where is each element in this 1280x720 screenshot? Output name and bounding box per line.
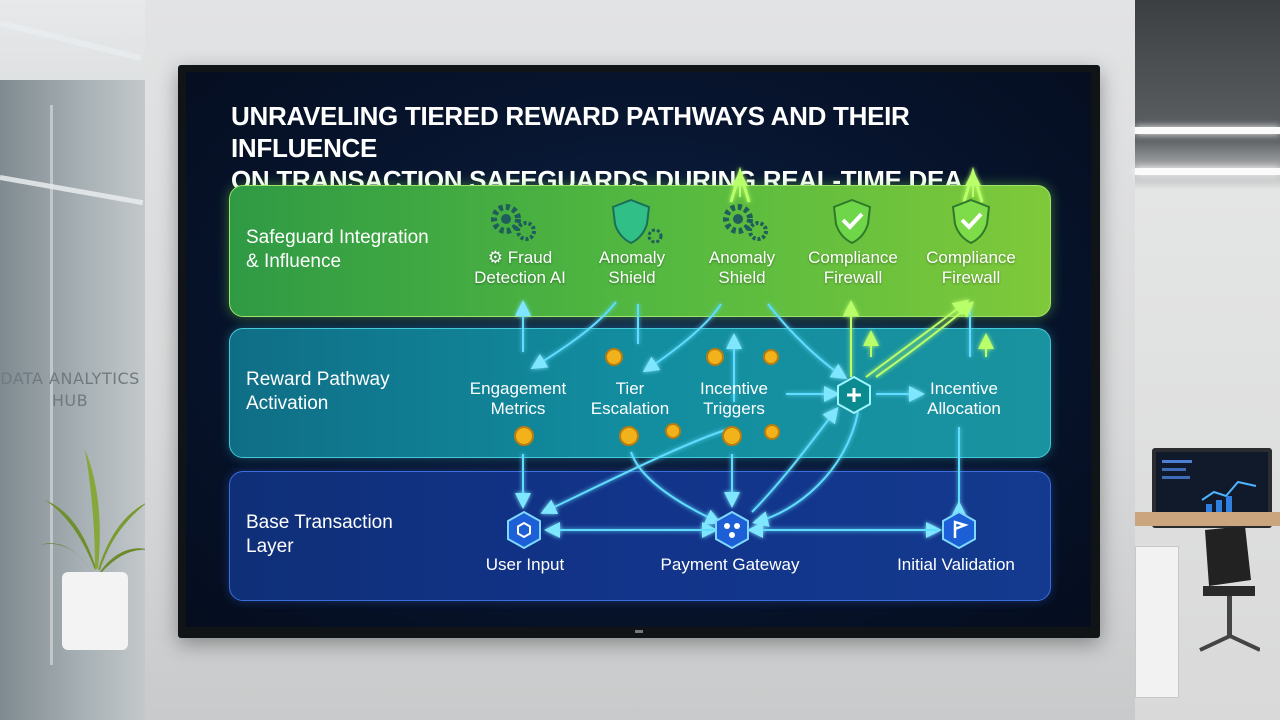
hexagon-network-icon (715, 510, 749, 550)
node-user-input: User Input (485, 555, 565, 574)
coin-icon (605, 348, 623, 366)
node-label-line1: Anomaly (598, 248, 666, 267)
shield-check-icon (951, 198, 991, 245)
ceiling-light-strip (1135, 168, 1280, 175)
wall-sign: DATA ANALYTICS HUB (0, 368, 140, 412)
coin-icon (619, 426, 639, 446)
node-anomaly-shield-1: Anomaly Shield (567, 248, 697, 288)
monitor-dashboard-icon (1162, 460, 1257, 514)
layer-label-line1: Safeguard Integration (246, 227, 429, 248)
shield-check-icon (832, 198, 872, 245)
plant-illustration (40, 450, 150, 650)
glass-mullion (50, 105, 53, 665)
file-cabinet (1135, 546, 1179, 698)
node-label-line2: Allocation (927, 399, 1001, 418)
desk (1135, 512, 1280, 526)
layer-label-line2: Activation (246, 393, 329, 414)
node-label-line2: Firewall (823, 268, 883, 287)
node-label-line1: Tier (615, 379, 645, 398)
node-label-line1: Compliance (926, 248, 1016, 267)
node-payment-gateway: Payment Gateway (660, 555, 800, 574)
node-label-line2: Triggers (703, 399, 765, 418)
node-label-line1: Incentive (699, 379, 769, 398)
node-label-line2: Shield (608, 268, 656, 287)
node-incentive-triggers: Incentive Triggers (669, 379, 799, 419)
node-label-line2: Firewall (941, 268, 1001, 287)
node-label-line1: Engagement (469, 379, 567, 398)
node-label-line2: Detection AI (474, 268, 566, 287)
hexagon-node-icon (507, 510, 541, 550)
layer-label-line2: & Influence (246, 251, 342, 272)
layer-label-line1: Base Transaction (246, 512, 393, 533)
node-compliance-firewall-2: Compliance Firewall (906, 248, 1036, 288)
connector-lines (515, 300, 971, 538)
safeguard-layer-label: Safeguard Integration & Influence (246, 226, 429, 274)
hub-plus-icon (837, 375, 871, 415)
node-incentive-allocation: Incentive Allocation (899, 379, 1029, 419)
coin-icon (764, 424, 780, 440)
node-label-line2: Shield (718, 268, 766, 287)
node-engagement-metrics: Engagement Metrics (453, 379, 583, 419)
node-fraud-detection-ai: ⚙ Fraud Detection AI (455, 248, 585, 288)
gears-icon (491, 204, 536, 241)
diagram-screen: UNRAVELING TIERED REWARD PATHWAYS AND TH… (186, 72, 1091, 627)
ceiling-light-strip (1135, 127, 1280, 134)
wall-sign-line1: DATA ANALYTICS (0, 369, 140, 388)
connector-layer (515, 166, 994, 538)
node-initial-validation: Initial Validation (897, 555, 1015, 574)
safeguard-connectors (729, 166, 994, 378)
coin-icon (665, 423, 681, 439)
base-transaction-layer (229, 471, 1051, 601)
node-label-line1: Anomaly (708, 248, 776, 267)
tv-logo (635, 630, 643, 633)
base-layer-label: Base Transaction Layer (246, 511, 393, 559)
node-label-line1: Compliance (808, 248, 898, 267)
node-compliance-firewall-1: Compliance Firewall (788, 248, 918, 288)
layer-label-line2: Layer (246, 536, 294, 557)
node-label-line2: Metrics (490, 399, 546, 418)
coin-icon (722, 426, 742, 446)
office-chair (1199, 526, 1260, 652)
coin-icon (706, 348, 724, 366)
node-label-text: Fraud (507, 248, 553, 267)
node-anomaly-shield-2: Anomaly Shield (677, 248, 807, 288)
node-label-line1: Incentive (929, 379, 999, 398)
node-label-line2: Escalation (590, 399, 670, 418)
title-line-1: UNRAVELING TIERED REWARD PATHWAYS AND TH… (231, 101, 910, 163)
gears-icon (723, 204, 768, 241)
wall-sign-line2: HUB (51, 391, 89, 410)
coin-icon (514, 426, 534, 446)
coin-icon (763, 349, 779, 365)
node-icons (491, 198, 991, 550)
node-tier-escalation: Tier Escalation (565, 379, 695, 419)
settings-small-icon: ⚙ (487, 248, 508, 267)
hexagon-flag-icon (942, 510, 976, 550)
layer-label-line1: Reward Pathway (246, 369, 390, 390)
shield-gear-icon (611, 198, 663, 245)
reward-layer-label: Reward Pathway Activation (246, 368, 390, 416)
node-label-line1: ⚙ Fraud (455, 248, 585, 268)
